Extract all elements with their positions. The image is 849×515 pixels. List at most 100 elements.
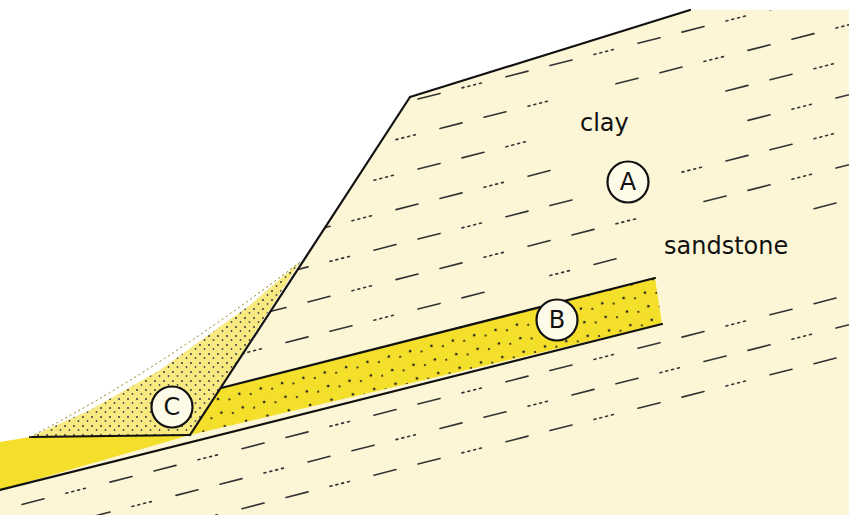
- bedding-mark: [836, 22, 849, 28]
- bedding-mark: [110, 172, 132, 178]
- bedding-mark: [704, 196, 726, 202]
- bedding-mark: [264, 167, 286, 173]
- bedding-mark: [154, 160, 176, 166]
- bedding-mark: [418, 398, 440, 404]
- bedding-mark: [594, 414, 616, 420]
- bedding-mark: [594, 354, 616, 360]
- bedding-mark: [176, 120, 198, 126]
- bedding-marks: [0, 285, 849, 515]
- bedding-mark: [176, 330, 198, 336]
- bedding-mark: [22, 194, 44, 200]
- bedding-mark: [418, 458, 440, 464]
- bedding-mark: [176, 490, 198, 496]
- bedding-mark: [308, 86, 330, 92]
- bedding-mark: [220, 479, 242, 485]
- bedding-mark: [286, 197, 308, 203]
- bedding-mark: [484, 42, 506, 48]
- layer-label: clay: [578, 110, 631, 136]
- bedding-mark: [176, 260, 198, 266]
- bedding-mark: [682, 167, 704, 173]
- bedding-mark: [132, 201, 154, 207]
- bedding-mark: [308, 156, 330, 162]
- bedding-mark: [308, 456, 330, 462]
- bedding-mark: [462, 222, 484, 228]
- callout-letter: A: [606, 160, 650, 204]
- bed-top: [221, 278, 655, 388]
- bedding-mark: [242, 208, 264, 214]
- bedding-mark: [638, 38, 660, 44]
- bedding-mark: [286, 432, 308, 438]
- bedding-mark: [770, 144, 792, 150]
- bedding-mark: [110, 312, 132, 318]
- bedding-mark: [418, 163, 440, 169]
- bedding-mark: [264, 407, 286, 413]
- bedding-mark: [462, 387, 484, 393]
- bedding-mark: [550, 60, 572, 66]
- bedding-mark: [440, 53, 462, 59]
- bedding-mark: [374, 175, 396, 181]
- bedding-mark: [22, 499, 44, 505]
- bedding-mark: [374, 315, 396, 321]
- bedding-mark: [396, 64, 418, 70]
- bedding-mark: [418, 303, 440, 309]
- bedding-mark: [242, 138, 264, 144]
- bedding-mark: [748, 185, 770, 191]
- bedding-mark: [770, 4, 792, 10]
- layer-label: sandstone: [662, 233, 790, 259]
- bedding-mark: [462, 152, 484, 158]
- bedding-mark: [572, 19, 594, 25]
- bedding-mark: [396, 434, 418, 440]
- bedding-mark: [286, 492, 308, 498]
- talus-surface: [30, 262, 300, 437]
- bedding-mark: [396, 204, 418, 210]
- bedding-mark: [22, 404, 44, 410]
- bedding-mark: [682, 392, 704, 398]
- bedding-mark: [22, 334, 44, 340]
- bedding-mark: [792, 34, 814, 40]
- bedding-mark: [616, 318, 638, 324]
- bedding-mark: [660, 307, 682, 313]
- callout-circle: C: [150, 385, 194, 429]
- bedding-mark: [440, 263, 462, 269]
- bedding-mark: [704, 356, 726, 362]
- callout-letter: C: [150, 385, 194, 429]
- bedding-mark: [440, 423, 462, 429]
- bedding-mark: [110, 242, 132, 248]
- bedding-mark: [198, 454, 220, 460]
- bedding-mark: [198, 149, 220, 155]
- callout-circle: B: [535, 298, 579, 342]
- bedding-mark: [484, 182, 506, 188]
- bedding-mark: [484, 412, 506, 418]
- bedding-mark: [44, 363, 66, 369]
- bedding-mark: [616, 378, 638, 384]
- bedding-mark: [88, 512, 110, 515]
- bedding-mark: [726, 155, 748, 161]
- bedding-mark: [528, 101, 550, 107]
- bedding-mark: [330, 256, 352, 262]
- bedding-mark: [660, 367, 682, 373]
- bedding-mark: [88, 282, 110, 288]
- bedding-mark: [506, 376, 528, 382]
- bedding-mark: [440, 193, 462, 199]
- bedding-mark: [836, 92, 849, 98]
- bedding-mark: [484, 352, 506, 358]
- bedding-mark: [198, 359, 220, 365]
- bedding-mark: [660, 0, 682, 3]
- cliff-face: [190, 97, 410, 435]
- bedding-mark: [242, 443, 264, 449]
- bedding-mark: [528, 31, 550, 37]
- bedding-mark: [286, 127, 308, 133]
- bedding-mark: [594, 259, 616, 265]
- bedding-mark: [374, 470, 396, 476]
- bedding-mark: [66, 183, 88, 189]
- bedding-mark: [814, 203, 836, 209]
- bedding-mark: [396, 274, 418, 280]
- bedding-mark: [88, 452, 110, 458]
- bedding-mark: [44, 223, 66, 229]
- bedding-mark: [726, 15, 748, 21]
- bedding-mark: [220, 109, 242, 115]
- bedding-mark: [814, 133, 836, 139]
- bedding-mark: [88, 352, 110, 358]
- bedding-mark: [836, 162, 849, 168]
